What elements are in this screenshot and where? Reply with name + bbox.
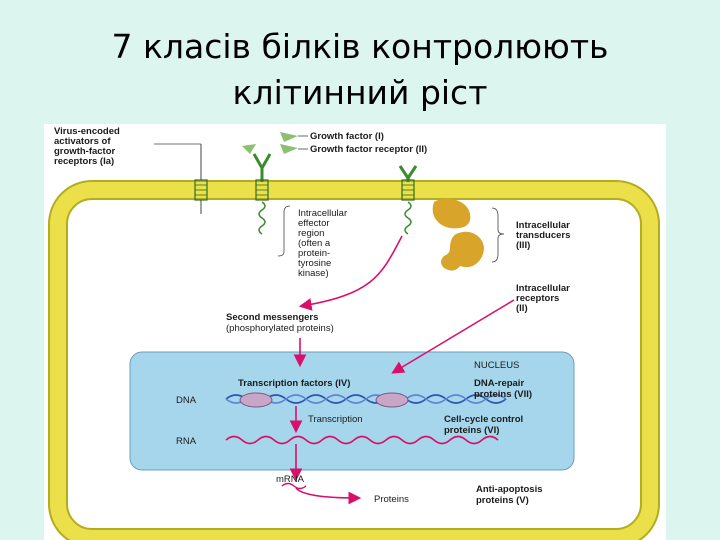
growth-factor-ligand-3 (280, 144, 298, 154)
virus-activator-label-line-4: receptors (Ia) (54, 156, 114, 167)
transcription-factor-blob-1 (239, 392, 273, 408)
anti-apoptosis-line-1: Anti-apoptosis (476, 484, 543, 495)
intracellular-receptors-line-1: Intracellular (516, 283, 570, 294)
growth-factor-ligand-2 (280, 132, 298, 142)
growth-factor-receptor-2 (398, 165, 418, 235)
dna-repair-label: DNA-repair proteins (VII) (474, 378, 532, 400)
receptor-arrow (391, 299, 515, 374)
transcription-label: Transcription (308, 414, 363, 425)
cell-cycle-line-1: Cell-cycle control (444, 414, 523, 425)
intracellular-receptors-line-3: (II) (516, 303, 528, 314)
dna-repair-line-1: DNA-repair (474, 378, 524, 389)
growth-factor-label: Growth factor (I) (310, 131, 384, 142)
nucleus-label: NUCLEUS (474, 360, 519, 371)
effector-region-line-2: effector (298, 218, 330, 229)
slide-title-line-2: клітинний ріст (232, 73, 488, 112)
transducers-label-line-2: transducers (516, 230, 570, 241)
growth-factor-receptor-1 (252, 153, 272, 235)
second-messengers-line-2: (phosphorylated proteins) (226, 323, 334, 334)
cell-cycle-label: Cell-cycle control proteins (VI) (444, 414, 526, 436)
intracellular-receptors-label: Intracellular receptors (II) (516, 283, 573, 314)
growth-factor-ligand-1 (242, 144, 256, 154)
dna-helix (225, 394, 507, 404)
transducers-label: Intracellular transducers (III) (516, 220, 573, 251)
effector-region-line-1: Intracellular (298, 208, 347, 219)
transducers-label-line-1: Intracellular (516, 220, 570, 231)
virus-activator-label-line-3: growth-factor (54, 146, 116, 157)
dna-repair-line-2: proteins (VII) (474, 389, 532, 400)
effector-region-line-6: tyrosine (298, 258, 331, 269)
virus-activator-receptor (194, 144, 208, 214)
transcription-factors-label: Transcription factors (IV) (238, 378, 350, 389)
slide-title-line-1: 7 класів білків контролюють (111, 27, 609, 66)
intracellular-receptors-line-2: receptors (516, 293, 559, 304)
rna-label: RNA (176, 436, 197, 447)
transducer-arrow (298, 235, 403, 311)
proteins-label: Proteins (374, 494, 409, 505)
transcription-factor-blob-2 (375, 392, 409, 408)
anti-apoptosis-line-2: proteins (V) (476, 495, 529, 506)
mrna-strand (281, 482, 307, 490)
slide-title: 7 класів білків контролюють клітинний рі… (0, 24, 720, 116)
transducers-label-line-3: (III) (516, 240, 530, 251)
rna-strand (225, 435, 499, 445)
second-messengers-line-1: Second messengers (226, 312, 318, 323)
anti-apoptosis-label: Anti-apoptosis proteins (V) (476, 484, 545, 506)
cell-cycle-line-2: proteins (VI) (444, 425, 499, 436)
virus-activator-label: Virus-encoded activators of growth-facto… (54, 126, 122, 167)
transducer-shape-2 (441, 231, 484, 271)
transducer-shape-1 (432, 198, 471, 229)
growth-factor-receptor-label: Growth factor receptor (II) (310, 144, 427, 155)
translation-arrow (295, 487, 362, 505)
effector-region-line-4: (often a (298, 238, 331, 249)
virus-activator-label-line-2: activators of (54, 136, 111, 147)
effector-region-line-7: kinase) (298, 268, 329, 279)
cell-growth-diagram: Virus-encoded activators of growth-facto… (44, 124, 666, 540)
nucleus (129, 351, 575, 471)
virus-activator-label-line-1: Virus-encoded (54, 126, 120, 137)
mrna-label: mRNA (276, 474, 305, 485)
effector-region-line-3: region (298, 228, 324, 239)
second-messengers-label: Second messengers (phosphorylated protei… (226, 312, 334, 334)
dna-label: DNA (176, 395, 197, 406)
effector-region-line-5: protein- (298, 248, 330, 259)
effector-region-label: Intracellular effector region (often a p… (298, 208, 350, 279)
